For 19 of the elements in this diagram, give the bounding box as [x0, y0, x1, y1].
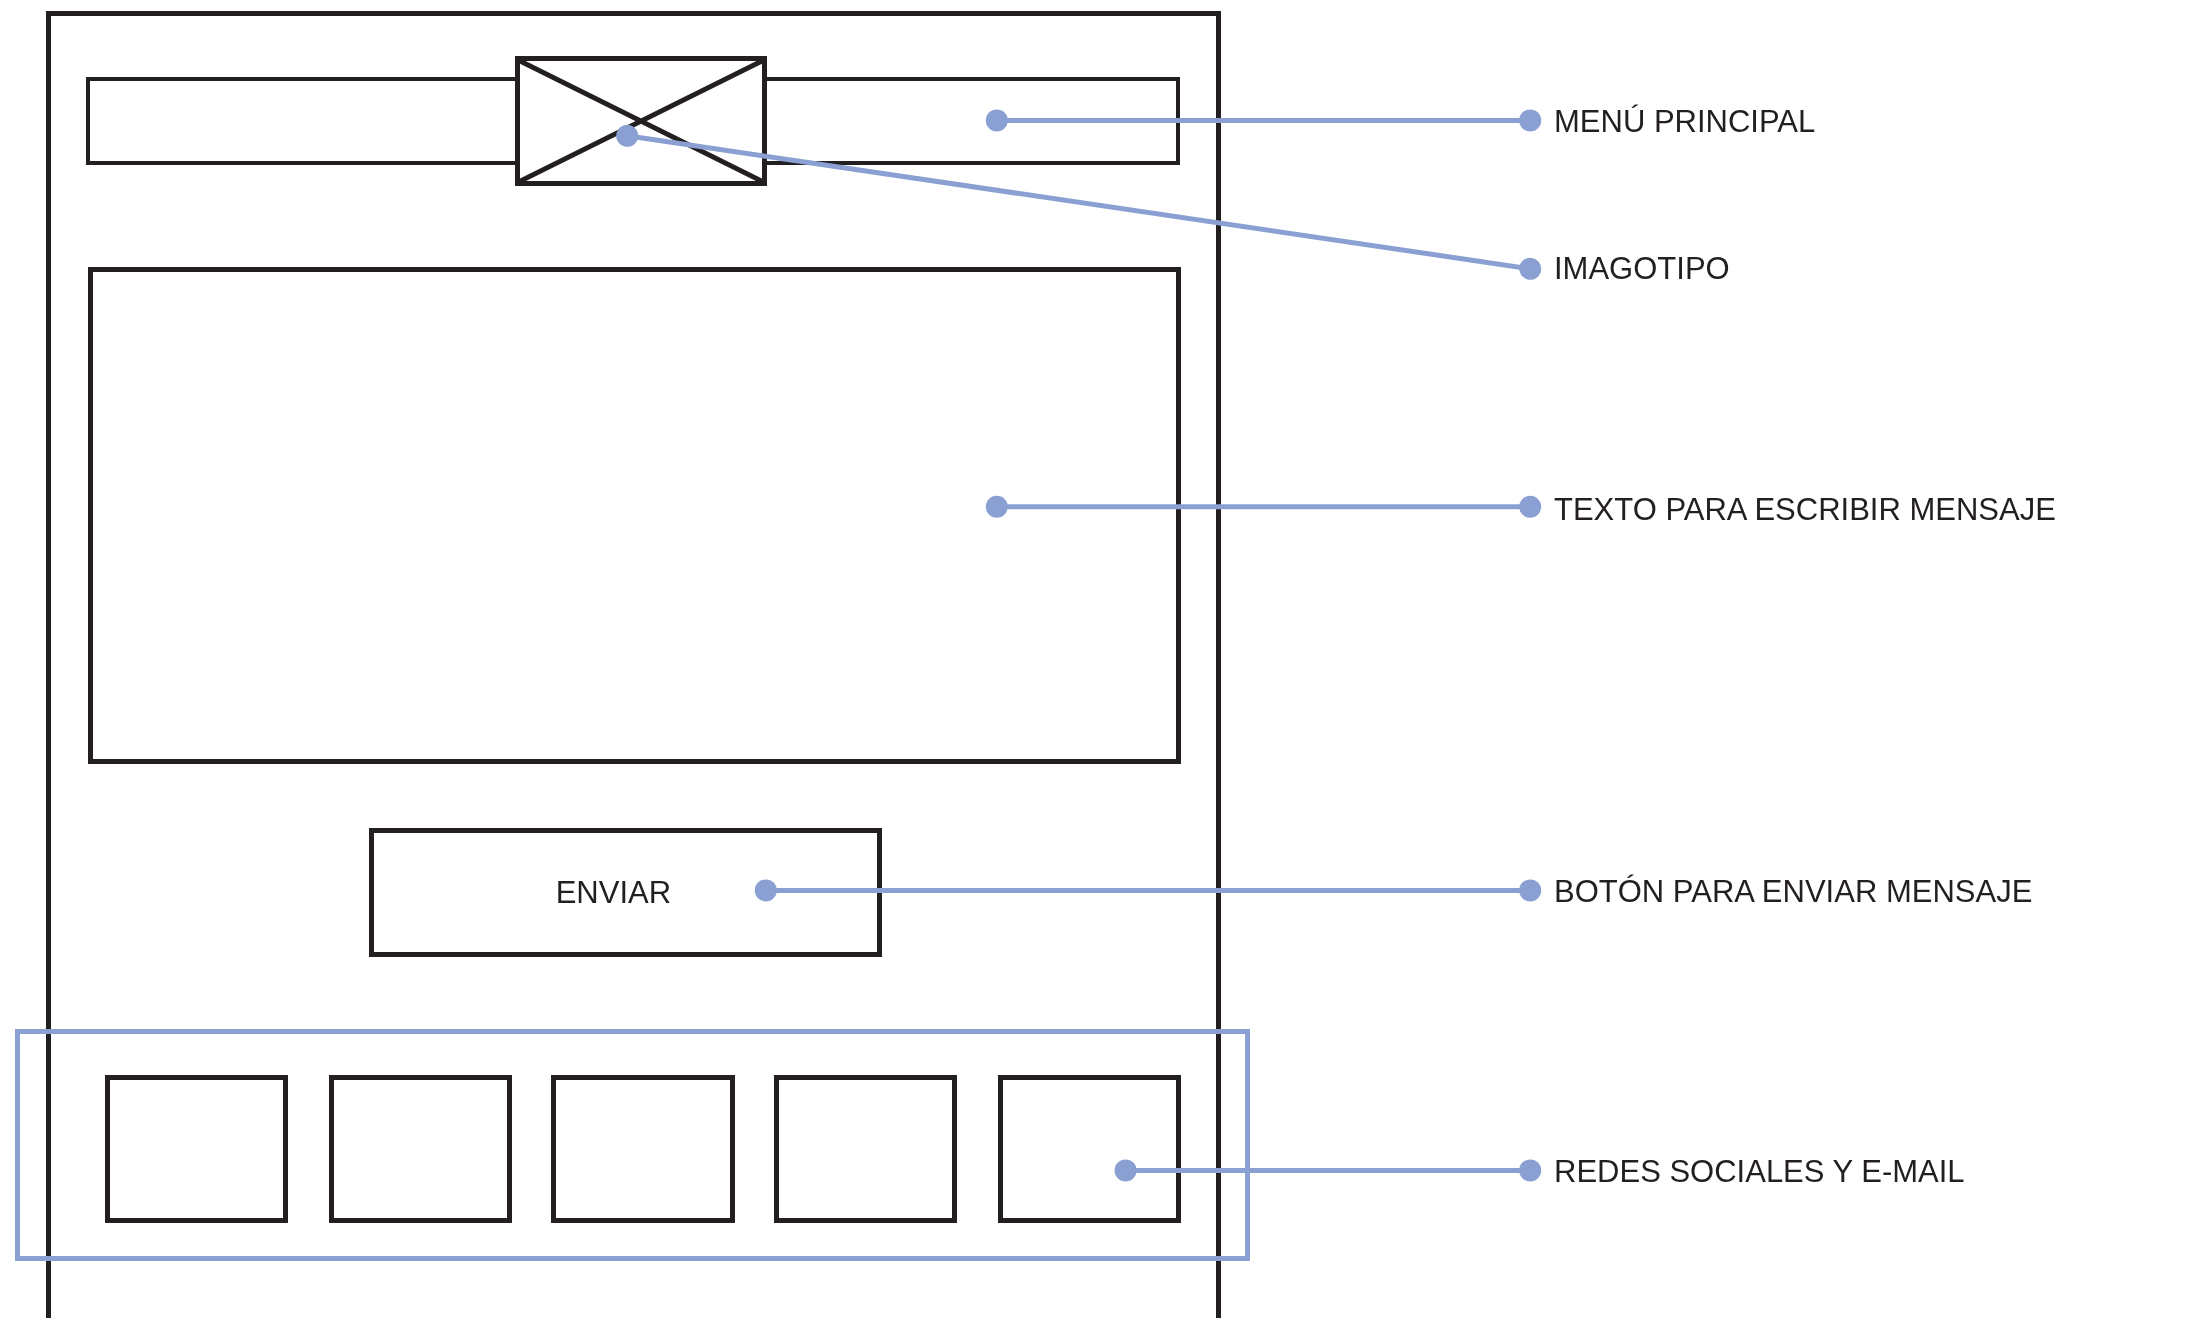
content-box: [328, 1074, 512, 1224]
content-box: [551, 1074, 735, 1224]
content-box: [87, 267, 1182, 764]
send-button: ENVIAR: [369, 828, 882, 958]
leader-line: [985, 109, 1542, 132]
callout-label: MENÚ PRINCIPAL: [1554, 101, 1816, 142]
page-frame: [46, 11, 1221, 1318]
callout-label: TEXTO PARA ESCRIBIR MENSAJE: [1554, 489, 2056, 530]
image-placeholder: [514, 55, 767, 186]
leader-line: [985, 495, 1542, 518]
leader-line: [616, 124, 1542, 280]
callout-label: BOTÓN PARA ENVIAR MENSAJE: [1554, 871, 2033, 912]
callout-label: IMAGOTIPO: [1554, 248, 1730, 289]
leader-line: [754, 879, 1542, 902]
content-box: [773, 1074, 958, 1224]
callout-label: REDES SOCIALES Y E-MAIL: [1554, 1151, 1965, 1192]
content-box: [997, 1074, 1182, 1224]
content-box: [104, 1074, 288, 1224]
leader-line: [1114, 1159, 1542, 1182]
